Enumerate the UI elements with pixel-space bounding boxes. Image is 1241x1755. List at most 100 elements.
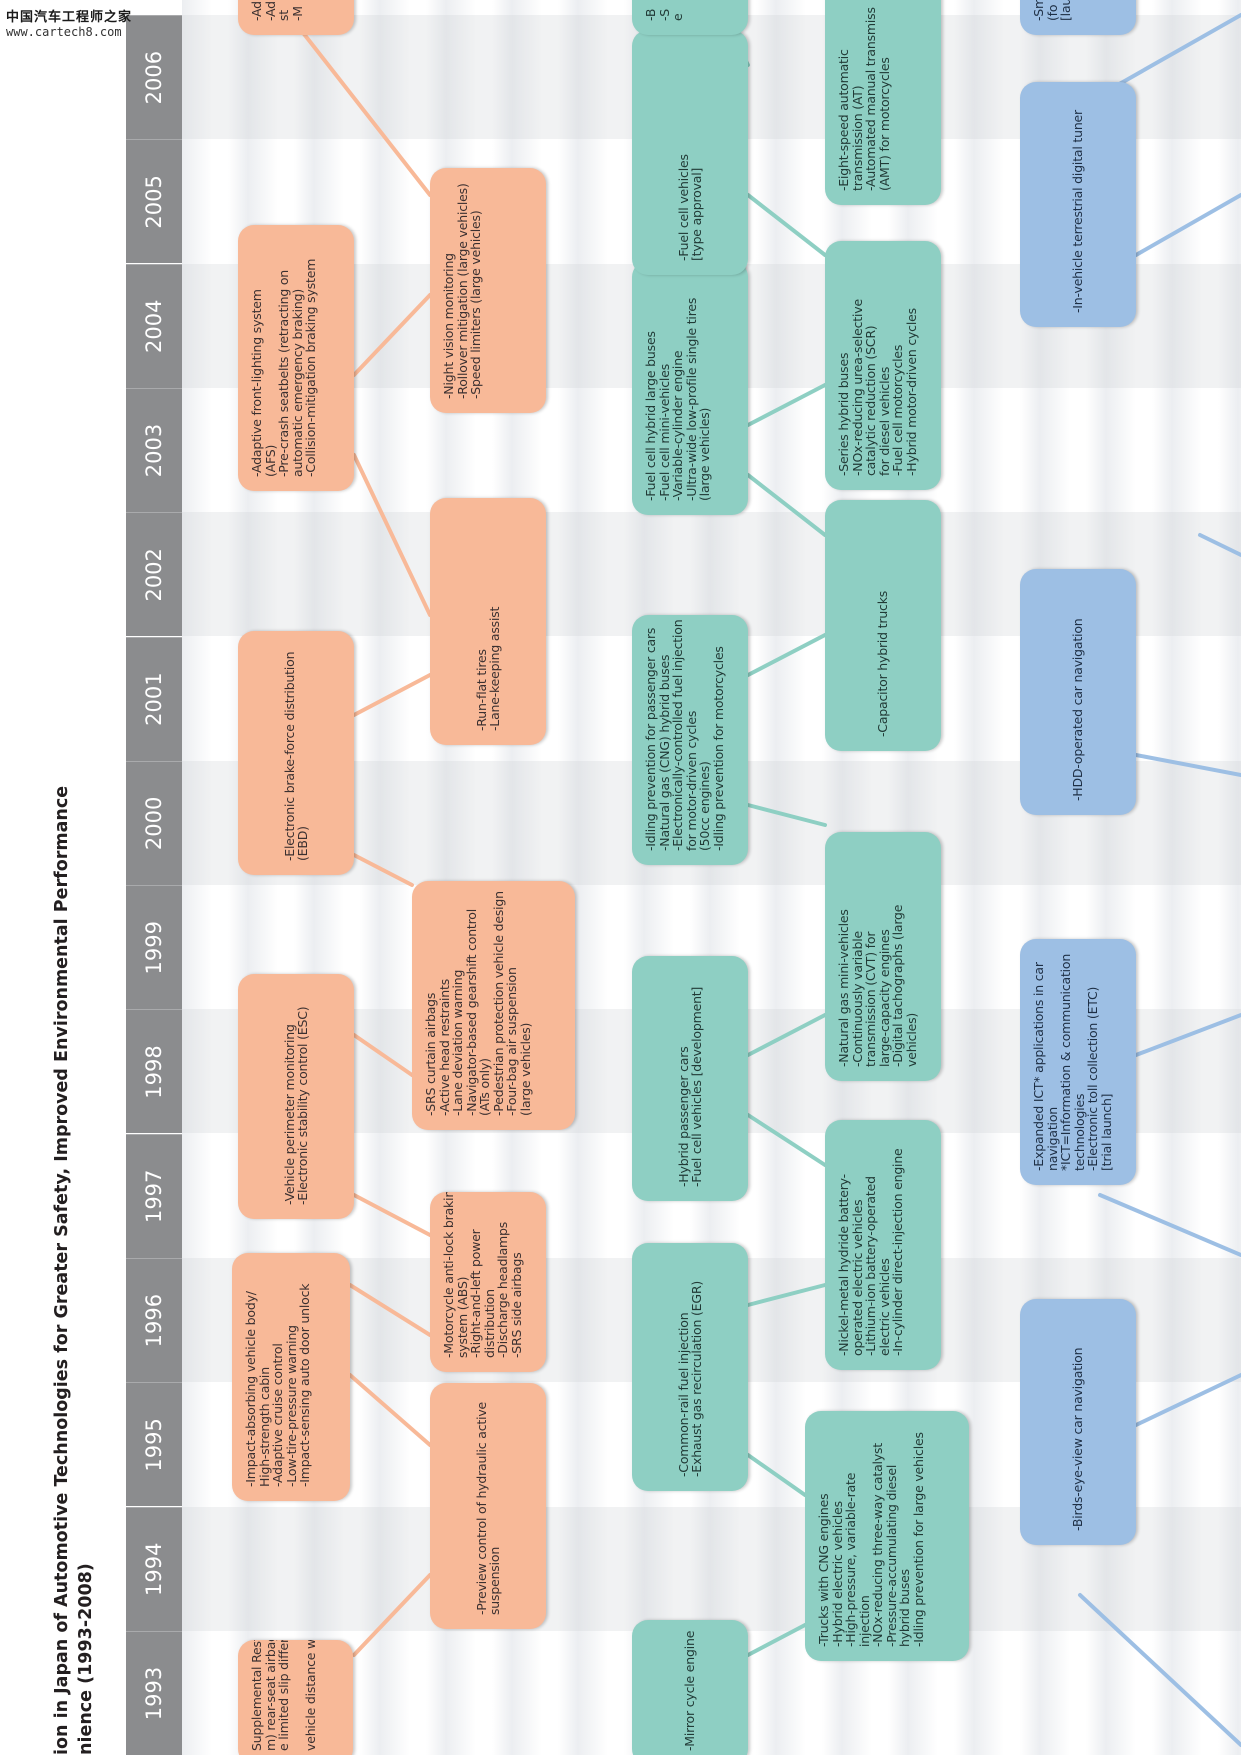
information-box: -Sm (fo [lau — [1020, 0, 1136, 35]
environment-box-content: -Fuel cell vehicles [type approval] — [675, 154, 705, 261]
information-technology-item: navigation — [1044, 1107, 1060, 1171]
information-connector — [1198, 533, 1241, 557]
safety-technology-item: -Speed limiters (large vehicles) — [468, 210, 483, 399]
environment-technology-item: (large vehicles) — [697, 407, 712, 501]
environment-technology-item: -Natural gas (CNG) hybrid buses — [656, 654, 672, 851]
environment-technology-item: transmission (AT) — [849, 85, 865, 191]
safety-technology-item: automatic emergency braking) — [289, 288, 305, 477]
environment-technology-item: -Variable-cylinder engine — [670, 350, 685, 501]
environment-technology-item: injection — [856, 1595, 872, 1647]
environment-technology-item: -Capacitor hybrid trucks — [875, 590, 891, 737]
environment-technology-item: -Hybrid passenger cars — [675, 1046, 691, 1187]
safety-box-content: -Night vision monitoring-Rollover mitiga… — [441, 182, 483, 399]
environment-box-content: -Natural gas mini-vehicles-Continuously … — [836, 846, 919, 1067]
safety-technology-item: -Motorcycle anti-lock braking — [441, 1192, 456, 1358]
environment-box: -Eight-speed automatic transmission (AT)… — [825, 0, 941, 205]
safety-technology-item: e limited slip differential — [276, 1640, 291, 1751]
environment-technology-item: hybrid buses — [897, 1569, 912, 1647]
safety-technology-item: -Preview control of hydraulic active — [473, 1401, 489, 1615]
information-box-content: -Expanded ICT* applications in car navig… — [1031, 953, 1114, 1171]
safety-technology-item: -SRS side airbags — [508, 1252, 524, 1358]
environment-connector — [746, 1113, 827, 1167]
information-technology-item: technologies — [1071, 1093, 1087, 1171]
safety-technology-item: distribution — [481, 1289, 497, 1358]
information-connector — [1134, 1013, 1241, 1057]
safety-box-content: -Impact-absorbing vehicle body/ High-str… — [243, 1267, 312, 1487]
safety-box-content: -Ad-Ad st-M — [249, 0, 305, 21]
safety-technology-item: vehicle distance warning — [303, 1640, 318, 1751]
safety-box: -Vehicle perimeter monitoring-Electronic… — [238, 974, 354, 1219]
environment-technology-item: -Automated manual transmiss — [863, 7, 878, 191]
environment-technology-item: electric vehicles — [876, 1258, 892, 1356]
environment-technology-item: transmission (CVT) for — [863, 931, 878, 1067]
safety-box: -Ad-Ad st-M — [238, 0, 354, 35]
environment-box: -B-S e — [632, 0, 748, 35]
safety-connector — [352, 673, 432, 717]
information-connector — [1078, 1593, 1241, 1747]
environment-box-content: -Capacitor hybrid trucks — [875, 590, 891, 737]
safety-technology-item: (large vehicles) — [517, 1022, 533, 1116]
safety-technology-item: system (ABS) — [454, 1276, 470, 1358]
environment-technology-item: -Idling prevention for large vehicles — [910, 1432, 926, 1647]
safety-technology-item: (ATs only) — [477, 1058, 492, 1116]
environment-box-content: -Eight-speed automatic transmission (AT)… — [836, 0, 892, 191]
environment-connector — [746, 1623, 807, 1657]
safety-connector — [348, 1373, 432, 1447]
safety-technology-item — [291, 1654, 305, 1751]
environment-technology-item: -Common-rail fuel injection — [675, 1312, 691, 1477]
environment-technology-item: -NOx-reducing urea-selective — [849, 299, 865, 476]
environment-box: -Capacitor hybrid trucks — [825, 500, 941, 751]
safety-connector — [352, 453, 432, 617]
environment-technology-item: -Nickel-metal hydride battery- — [836, 1174, 851, 1356]
safety-technology-item: m) rear-seat airbags — [262, 1640, 278, 1751]
information-box: -In-vehicle terrestrial digital tuner — [1020, 82, 1136, 327]
safety-box-content: -Vehicle perimeter monitoring-Electronic… — [281, 1006, 311, 1205]
environment-technology-item: for diesel vehicles — [876, 366, 892, 476]
safety-box-content: -Run-flat tires-Lane-keeping assist — [474, 607, 503, 731]
environment-technology-item: -Continuously variable — [849, 931, 865, 1067]
safety-technology-item: -Active head restraints — [436, 978, 452, 1116]
information-connector — [1134, 193, 1241, 257]
environment-technology-item: -In-cylinder direct-injection engine — [890, 1148, 905, 1356]
environment-technology-item: -Natural gas mini-vehicles — [836, 909, 851, 1067]
safety-technology-item: -Lane deviation warning — [450, 969, 465, 1116]
information-box-content: -Birds-eye-view car navigation — [1070, 1348, 1085, 1531]
environment-box-content: -Fuel cell hybrid large buses-Fuel cell … — [643, 275, 712, 501]
safety-technology-item: -Vehicle perimeter monitoring — [281, 1024, 297, 1205]
safety-box-content: -Adaptive front-lighting system (AFS)-Pr… — [249, 239, 318, 477]
environment-technology-item: [type approval] — [689, 167, 704, 261]
environment-connector — [746, 803, 827, 827]
watermark-site-name: 中国汽车工程师之家 — [6, 10, 133, 25]
information-box: -Birds-eye-view car navigation — [1020, 1299, 1136, 1545]
environment-box-content: -Series hybrid buses-NOx-reducing urea-s… — [836, 255, 919, 476]
environment-technology-item: -Series hybrid buses — [836, 352, 851, 476]
safety-technology-item: -Low-tire-pressure warning — [283, 1325, 299, 1487]
safety-box: -Adaptive front-lighting system (AFS)-Pr… — [238, 225, 354, 491]
information-technology-item: [trial launch] — [1098, 1093, 1114, 1171]
environment-technology-item: -Pressure-accumulating diesel — [883, 1464, 899, 1647]
safety-connector — [352, 1033, 414, 1077]
safety-technology-item: -Electronic brake-force distribution — [281, 651, 297, 861]
information-technology-item: -Expanded ICT* applications in car — [1031, 962, 1046, 1171]
safety-technology-item: -Adaptive cruise control — [270, 1343, 285, 1487]
safety-technology-item: -Night vision monitoring — [441, 253, 456, 399]
safety-technology-item: High-strength cabin — [256, 1367, 272, 1487]
safety-box: -Impact-absorbing vehicle body/ High-str… — [232, 1253, 350, 1501]
environment-technology-item: -Hybrid electric vehicles — [829, 1501, 845, 1647]
safety-connector — [348, 1283, 432, 1337]
environment-technology-item: operated electric vehicles — [849, 1199, 865, 1357]
safety-technology-item: -Electronic stability control (ESC) — [295, 1006, 310, 1205]
environment-technology-item: -Fuel cell vehicles — [675, 154, 691, 261]
safety-technology-item: -Pedestrian protection vehicle design — [490, 891, 506, 1116]
safety-box-content: -SRS curtain airbags-Active head restrai… — [423, 891, 533, 1116]
safety-technology-item: (AFS) — [262, 444, 278, 477]
safety-technology-item: -Four-bag air suspension — [504, 967, 519, 1116]
environment-technology-item: (AMT) for motorcycles — [876, 57, 892, 191]
safety-technology-item: suspension — [487, 1546, 502, 1615]
safety-box-content: -Preview control of hydraulic active sus… — [473, 1401, 503, 1615]
environment-box: -Fuel cell hybrid large buses-Fuel cell … — [632, 261, 748, 515]
safety-technology-item: -Discharge headlamps — [495, 1221, 510, 1358]
environment-technology-item: -Electronically-controlled fuel injectio… — [670, 619, 685, 851]
